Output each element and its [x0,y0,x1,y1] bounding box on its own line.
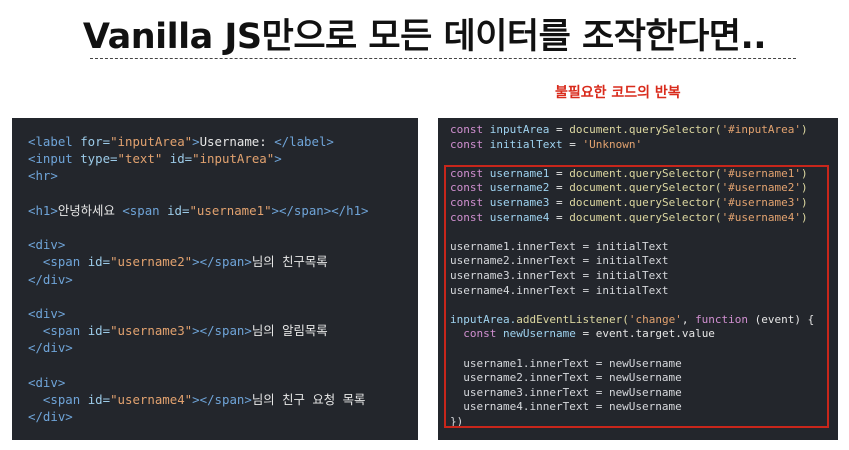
code-line: const username4 = document.querySelector… [450,210,808,224]
code-line: <span id="username3"></span>님의 알림목록 [42,323,328,339]
code-line-blank [450,152,838,167]
code-line: <div> [28,305,66,321]
code-line-blank [28,185,418,202]
code-line: username3.innerText = initialText [450,268,669,282]
code-line: const newUsername = event.target.value [463,327,715,341]
code-line: const initialText = 'Unknown' [450,137,643,151]
page-title: Vanilla JS만으로 모든 데이터를 조작한다면.. [82,17,767,57]
html-code-block: <label for="inputArea">Username: </label… [28,133,418,425]
highlight-caption: 불필요한 코드의 반복 [555,85,681,101]
code-line: username4.innerText = initialText [450,283,669,297]
code-line-blank [28,356,418,373]
code-line: </div> [28,340,73,356]
code-line: <div> [28,374,66,390]
code-line: <input type="text" id="inputArea"> [28,151,282,167]
code-line: <div> [28,237,66,253]
code-line: username1.innerText = initialText [450,239,669,253]
code-line: const username1 = document.querySelector… [450,166,808,180]
code-line: }) [450,414,464,428]
code-line: username4.innerText = newUsername [450,400,682,414]
code-line: </div> [28,271,73,287]
code-line: const inputArea = document.querySelector… [450,123,808,136]
code-line-blank [450,298,838,313]
code-line: <label for="inputArea">Username: </label… [28,134,334,149]
code-line: username2.innerText = newUsername [450,371,682,385]
code-line: <hr> [28,168,58,184]
code-line: </div> [28,409,73,424]
code-line-blank [28,288,418,305]
code-line: username1.innerText = newUsername [450,356,682,370]
code-line-blank [28,219,418,236]
code-line: username2.innerText = initialText [450,254,669,268]
code-line: <span id="username2"></span>님의 친구목록 [42,254,328,270]
code-line: <h1>안녕하세요 <span id="username1"></span></… [28,202,369,218]
code-line: <span id="username4"></span>님의 친구 요청 목록 [42,391,366,407]
js-code-block: const inputArea = document.querySelector… [450,123,838,429]
code-line: username3.innerText = newUsername [450,385,682,399]
js-code-panel: const inputArea = document.querySelector… [438,118,838,440]
code-line: const username3 = document.querySelector… [450,195,808,209]
html-code-panel: <label for="inputArea">Username: </label… [12,118,418,440]
code-line-blank [450,225,838,240]
code-line: inputArea.addEventListener('change', fun… [450,312,815,326]
code-line-blank [450,342,838,357]
dashed-divider [90,58,796,59]
code-line: const username2 = document.querySelector… [450,181,808,195]
